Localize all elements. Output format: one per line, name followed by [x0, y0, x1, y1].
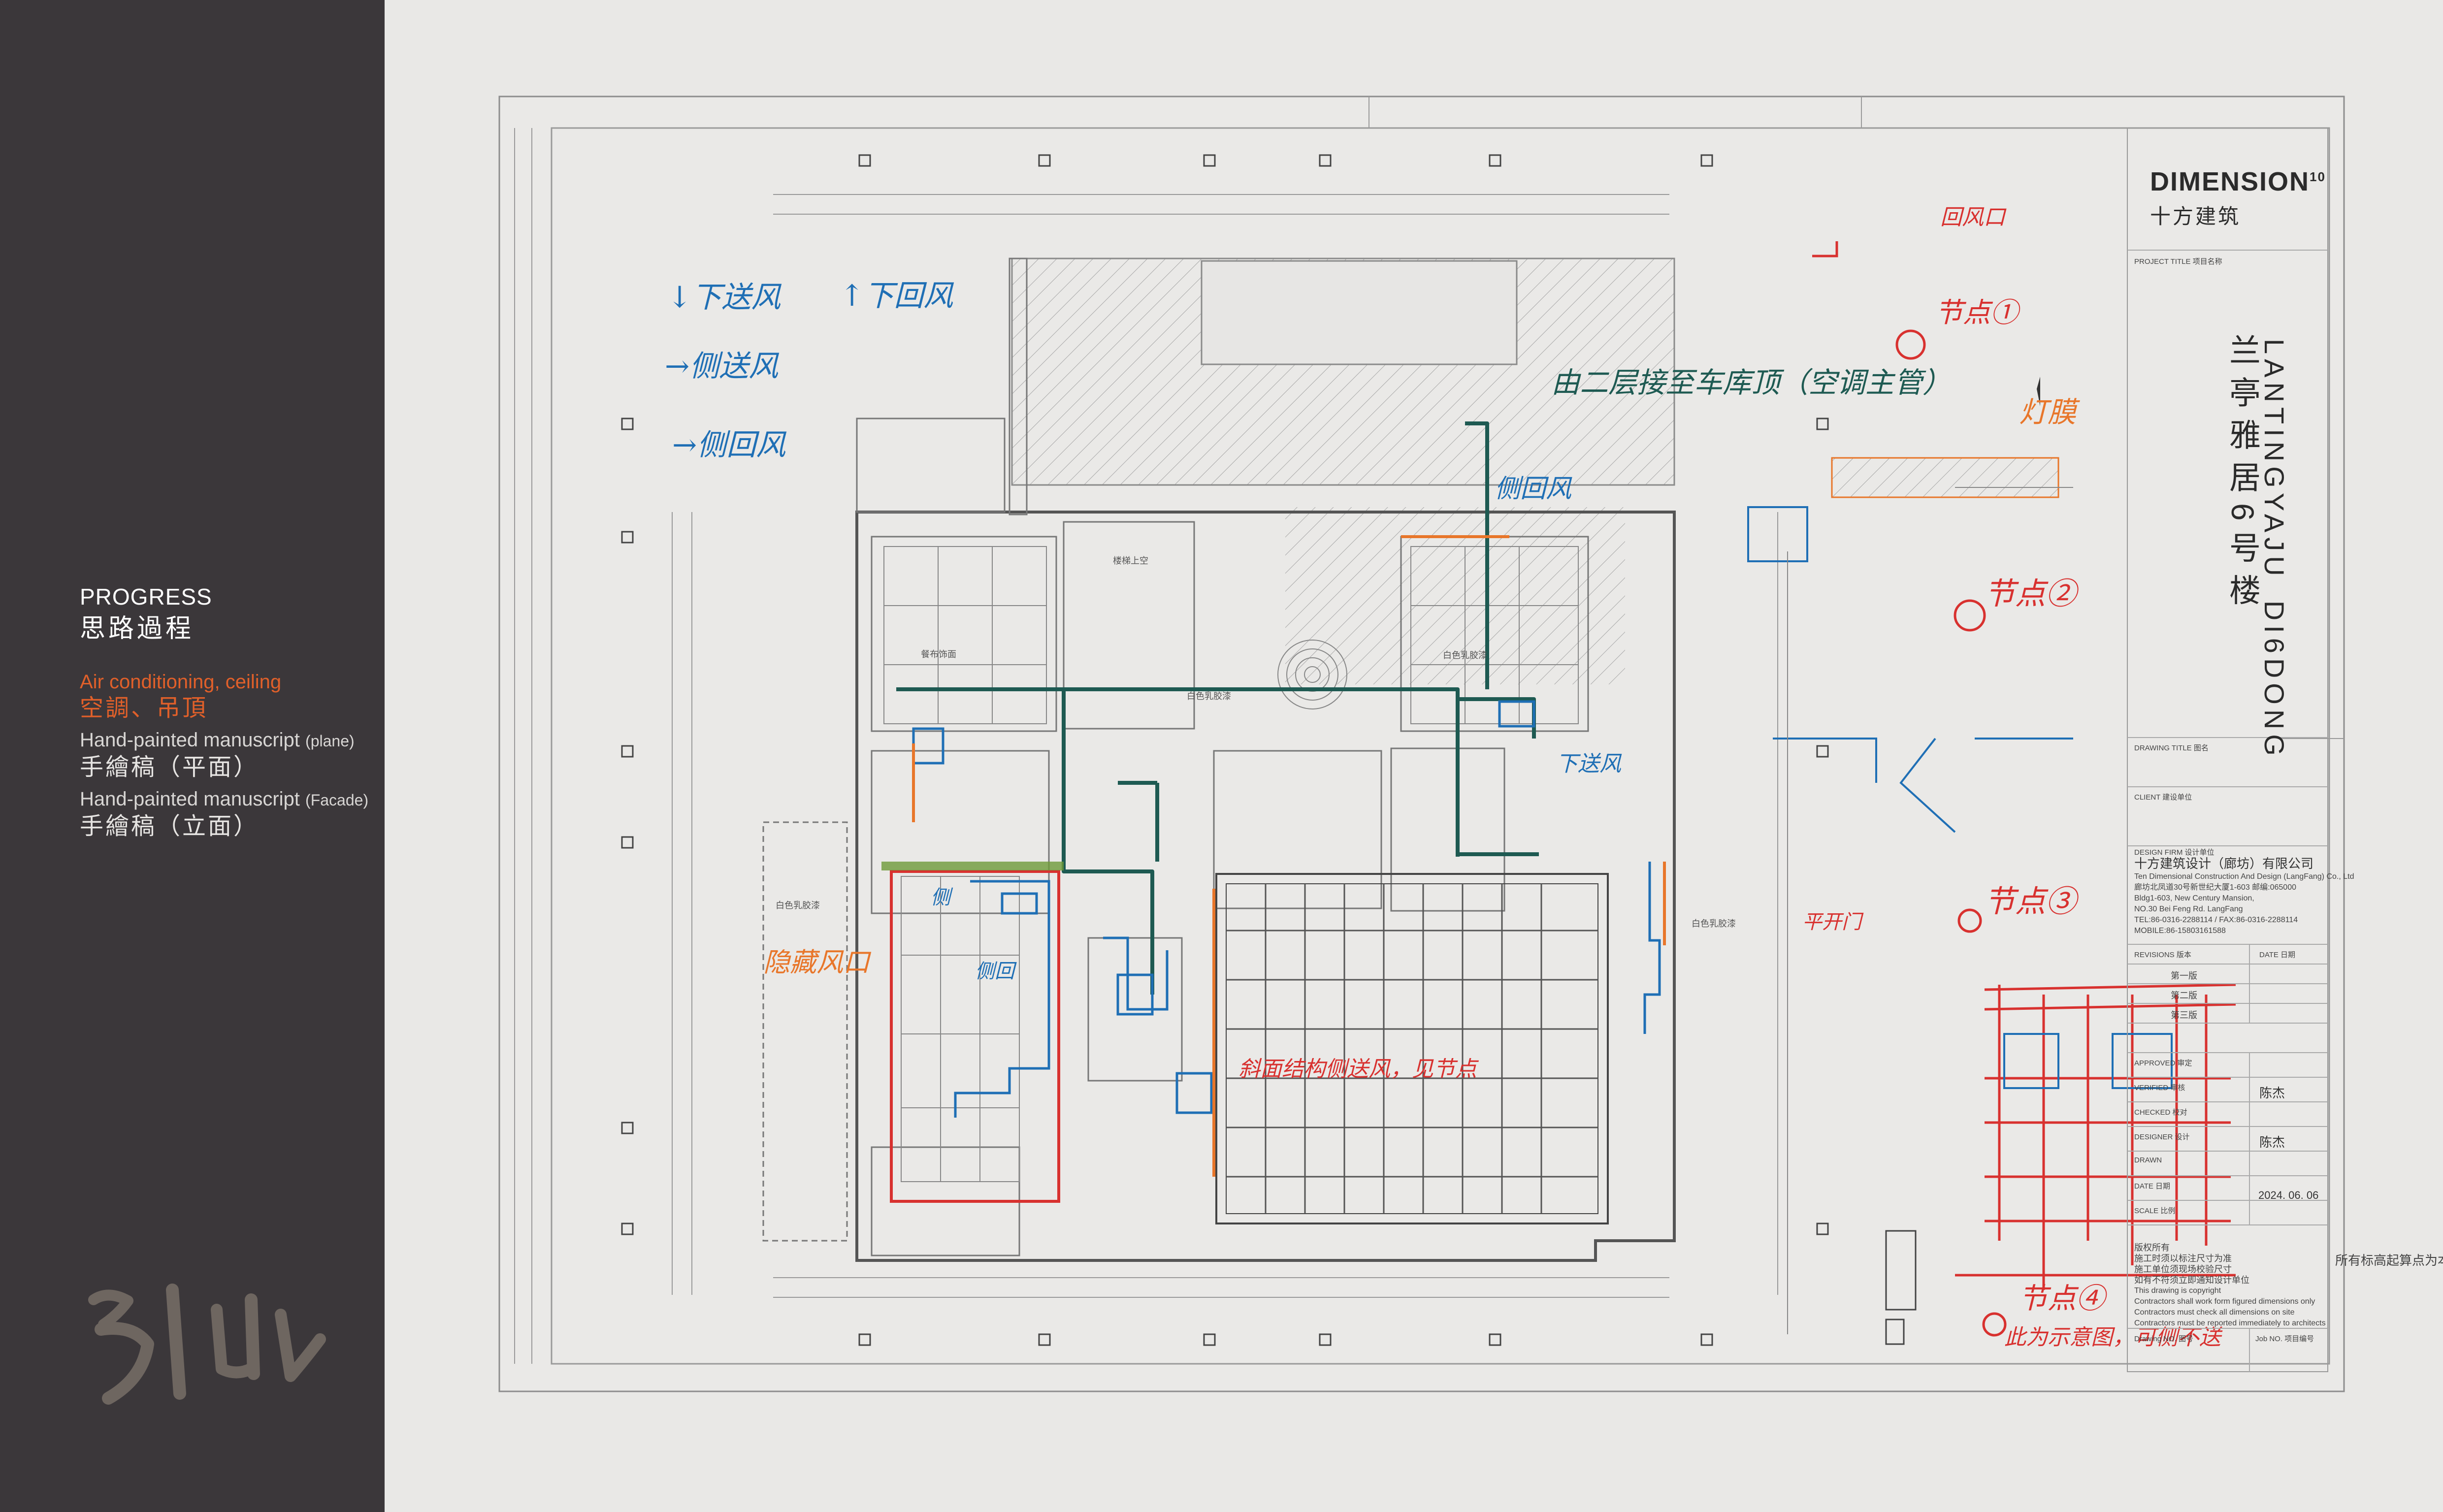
note-slanted-structure: 斜面结构侧送风，见节点 [1238, 1057, 1477, 1082]
nav-item-label-zh: 手繪稿（平面） [80, 754, 260, 780]
revision-3: 第三版 [2171, 1010, 2197, 1020]
brand-name-zh: 十方建筑 [2150, 205, 2241, 228]
note-node-2: 节点② [1985, 576, 2077, 611]
sidebar: PROGRESS 思路過程 Air conditioning, ceiling … [0, 0, 385, 1512]
project-title-label: PROJECT TITLE 项目名称 [2134, 257, 2222, 266]
nav-item-label-en: Hand-painted manuscript (Facade) [80, 788, 369, 810]
client-label: CLIENT 建设单位 [2134, 793, 2192, 802]
calligraphy-logo [88, 1284, 326, 1405]
project-name-en: LANTINGYAJUDI6DONG [2259, 339, 2290, 761]
note-side-supply: →侧送风 [665, 349, 779, 384]
verified-label: VERIFIED 审核 [2134, 1084, 2185, 1092]
revision-1: 第一版 [2171, 971, 2197, 981]
nav-item-manuscript-facade[interactable]: Hand-painted manuscript (Facade) 手繪稿（立面） [80, 787, 380, 841]
label-fabric: 餐布饰面 [921, 649, 956, 659]
drawn-label: DRAWN [2134, 1156, 2162, 1164]
date-value: 2024. 06. 06 [2258, 1189, 2319, 1201]
revisions-label: REVISIONS 版本 [2134, 951, 2191, 959]
nav-item-label-en: Air conditioning, ceiling [80, 671, 282, 693]
designer-name: 陈杰 [2259, 1135, 2285, 1150]
approved-label: APPROVED 审定 [2134, 1059, 2192, 1067]
note-side-small: 侧 [931, 886, 950, 909]
brand-logo: DIMENSION10 [2150, 167, 2326, 196]
design-firm-info: 十方建筑设计（廊坊）有限公司 Ten Dimensional Construct… [2134, 856, 2354, 935]
nav-item-manuscript-plane[interactable]: Hand-painted manuscript (plane) 手繪稿（平面） [80, 728, 380, 782]
note-hidden-vent: 隐藏风口 [763, 947, 870, 978]
project-name-zh: 兰亭雅居6号楼 [2225, 334, 2260, 616]
drawing-no-label: Drawing NO. 图号 [2134, 1335, 2194, 1343]
note-down-supply-2: 下送风 [1556, 751, 1621, 776]
date-label: DATE 日期 [2259, 951, 2296, 959]
label-white-plaster: 白色乳胶漆 [1443, 650, 1487, 660]
note-node-1: 节点① [1935, 297, 2018, 329]
checked-label: CHECKED 校对 [2134, 1108, 2187, 1117]
floor-plan-linework [498, 96, 2345, 1392]
elevation-datum-caption: 所有标高起算点为本层楼地面完成面 [2335, 1253, 2443, 1268]
revision-2: 第二版 [2171, 991, 2197, 1000]
note-down-supply: ↓下送风 [667, 280, 781, 315]
section-title-zh: 思路過程 [80, 614, 195, 643]
nav-item-label-zh: 手繪稿（立面） [80, 813, 260, 839]
note-node-4: 节点④ [2019, 1282, 2105, 1315]
label-white-plaster: 白色乳胶漆 [1187, 691, 1231, 701]
date2-label: DATE 日期 [2134, 1182, 2171, 1190]
designer-label: DESIGNER 设计 [2134, 1133, 2190, 1141]
label-stair-void: 楼梯上空 [1113, 556, 1148, 566]
copyright-notice: 版权所有 施工时须以标注尺寸为准 施工单位须现场校验尺寸 如有不符须立即通知设计… [2134, 1243, 2326, 1327]
note-side-return-2: 侧回风 [1495, 474, 1572, 504]
verified-name: 陈杰 [2259, 1086, 2285, 1100]
note-schematic: 此为示意图，可侧不送 [2004, 1325, 2221, 1350]
note-node-3: 节点③ [1985, 883, 2077, 919]
note-hinged-door: 平开门 [1802, 911, 1861, 933]
note-light-film: 灯膜 [2019, 395, 2077, 429]
label-white-plaster: 白色乳胶漆 [1692, 919, 1736, 929]
label-white-plaster: 白色乳胶漆 [776, 901, 820, 910]
note-main-pipe: 由二层接至车库顶（空调主管） [1551, 366, 1952, 399]
note-side-return: →侧回风 [672, 428, 786, 462]
title-block: DIMENSION10 十方建筑 PROJECT TITLE 项目名称 兰亭雅居… [2126, 127, 2354, 1373]
note-side-return-small: 侧回 [975, 960, 1014, 983]
job-no-label: Job NO. 项目编号 [2255, 1335, 2314, 1343]
scale-label: SCALE 比例 [2134, 1207, 2176, 1215]
note-return-vent: 回风口 [1940, 205, 2005, 230]
section-title-en: PROGRESS [80, 584, 212, 610]
drawing-title-label: DRAWING TITLE 图名 [2134, 744, 2209, 752]
design-firm-label: DESIGN FIRM 设计单位 [2134, 848, 2215, 857]
note-down-return: ↑下回风 [840, 279, 953, 313]
nav-item-label-en: Hand-painted manuscript (plane) [80, 729, 355, 751]
progress-nav: PROGRESS 思路過程 Air conditioning, ceiling … [80, 582, 380, 846]
floor-plan-drawing: 楼梯上空 餐布饰面 白色乳胶漆 白色乳胶漆 白色乳胶漆 白色乳胶漆 所有标高起算… [497, 94, 2443, 1393]
nav-item-air-conditioning[interactable]: Air conditioning, ceiling 空調、吊頂 [80, 670, 380, 723]
nav-item-label-zh: 空調、吊頂 [80, 695, 208, 721]
title-block-lines [2127, 128, 2328, 1372]
